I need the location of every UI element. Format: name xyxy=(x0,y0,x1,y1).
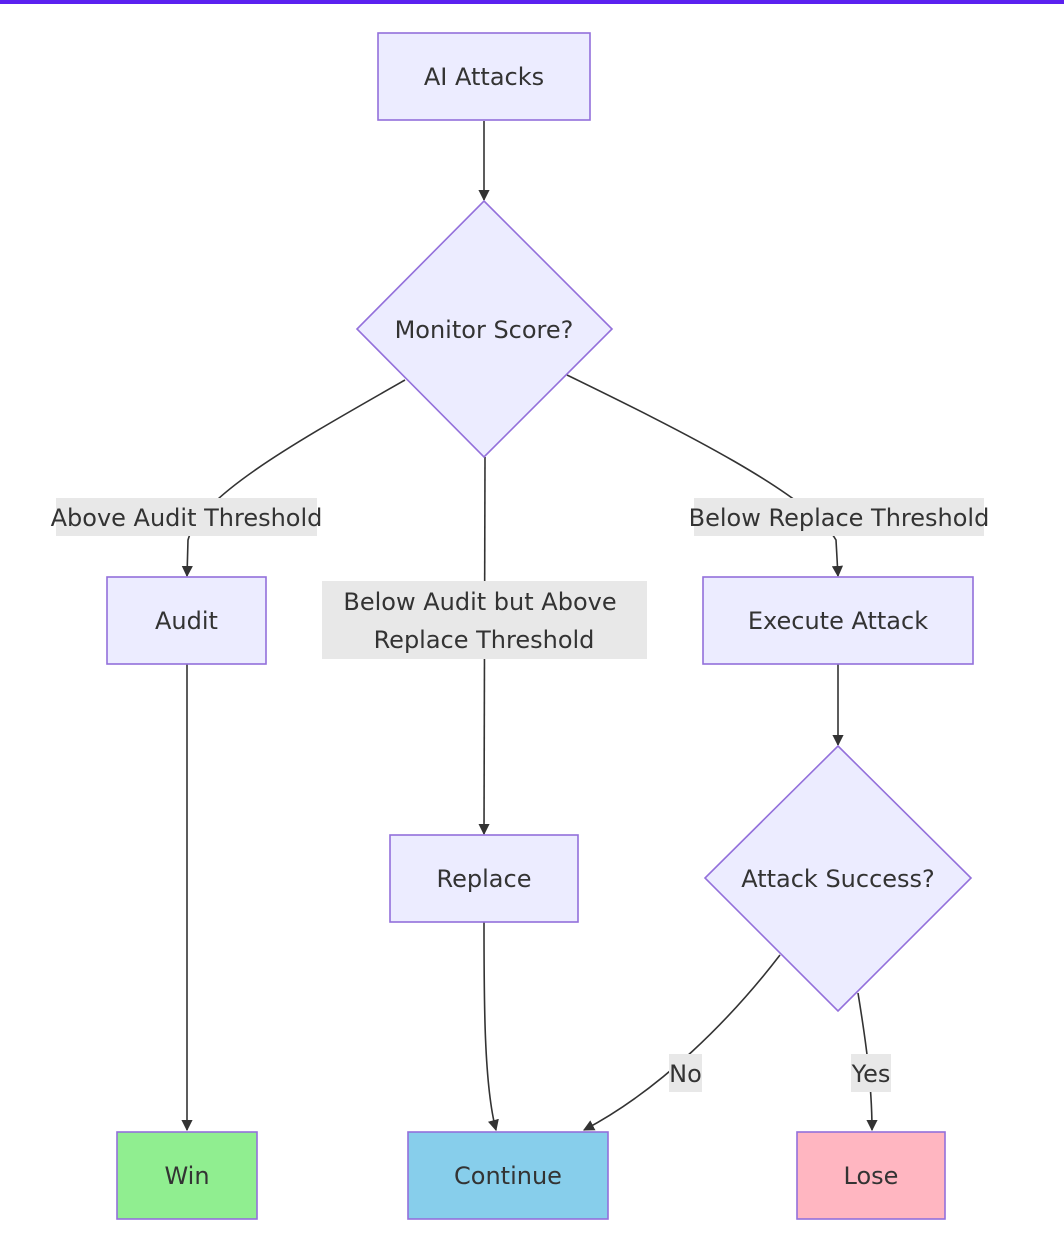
edge-label-above-audit-text: Above Audit Threshold xyxy=(51,504,323,532)
edge-label-below-replace: Below Replace Threshold xyxy=(689,498,990,536)
edge-label-line-1: Below Audit but Above xyxy=(343,588,616,616)
node-ai-attacks: AI Attacks xyxy=(377,32,591,121)
node-replace-label: Replace xyxy=(437,865,532,893)
edge-label-above-audit: Above Audit Threshold xyxy=(51,498,323,536)
edge-monitor-to-execute xyxy=(566,374,844,578)
edge-label-yes: Yes xyxy=(851,1054,891,1092)
accent-bar xyxy=(0,0,1064,4)
edge-label-line-2: Replace Threshold xyxy=(374,626,595,654)
node-execute-attack: Execute Attack xyxy=(702,576,974,665)
edge-label-no-text: No xyxy=(669,1060,702,1088)
nodes: AI Attacks Monitor Score? Audit Execute … xyxy=(106,32,974,1220)
node-ai-attacks-label: AI Attacks xyxy=(424,63,544,91)
edge-success-to-continue xyxy=(583,954,781,1131)
node-win: Win xyxy=(116,1131,258,1220)
node-attack-success-label: Attack Success? xyxy=(741,865,935,893)
edge-label-yes-text: Yes xyxy=(851,1060,891,1088)
edge-label-no: No xyxy=(669,1054,702,1092)
node-monitor-score: Monitor Score? xyxy=(355,199,614,459)
node-replace: Replace xyxy=(389,834,579,923)
node-continue: Continue xyxy=(407,1131,609,1220)
node-execute-attack-label: Execute Attack xyxy=(748,607,928,635)
edge-label-below-audit-above-replace: Below Audit but Above Replace Threshold xyxy=(322,581,647,659)
node-audit-label: Audit xyxy=(155,607,218,635)
edge-labels: Above Audit Threshold Below Audit but Ab… xyxy=(51,498,990,1092)
node-lose: Lose xyxy=(796,1131,946,1220)
node-lose-label: Lose xyxy=(844,1162,899,1190)
node-audit: Audit xyxy=(106,576,267,665)
edge-label-below-replace-text: Below Replace Threshold xyxy=(689,504,990,532)
node-monitor-score-label: Monitor Score? xyxy=(395,316,574,344)
node-attack-success: Attack Success? xyxy=(703,744,973,1013)
node-continue-label: Continue xyxy=(454,1162,562,1190)
node-win-label: Win xyxy=(164,1162,209,1190)
edge-monitor-to-audit xyxy=(181,379,406,578)
edge-replace-to-continue xyxy=(483,921,499,1132)
